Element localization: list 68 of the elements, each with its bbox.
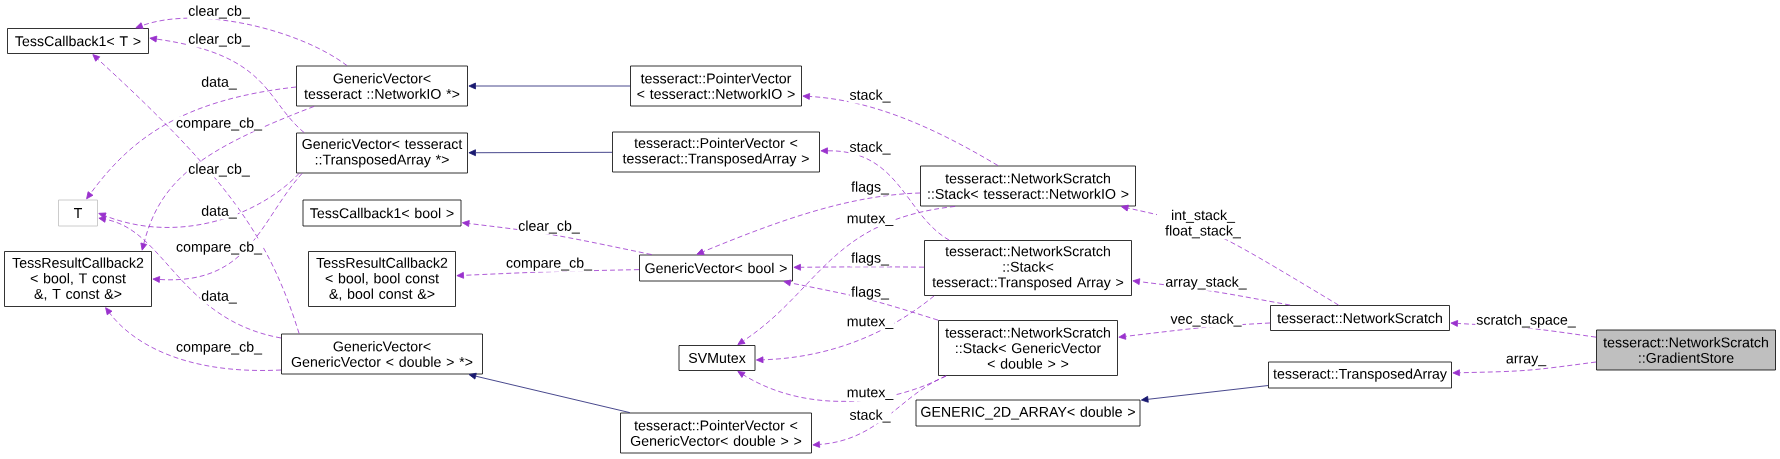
edge-label: data_ [200, 75, 238, 91]
class-box: tesseract::NetworkScratch ::Stack< GenericVector < double > > [938, 320, 1118, 376]
arrow [696, 192, 921, 255]
arrow [98, 216, 282, 339]
edge-label: flags_ [850, 251, 890, 267]
arrow [152, 173, 303, 283]
edge-label: data_ [200, 289, 238, 305]
edge-label: clear_cb_ [187, 32, 251, 48]
arrow [462, 220, 653, 255]
edge-label: compare_cb_ [175, 340, 264, 356]
class-box: TessResultCallback2 < bool, bool const &, bool const &> [308, 251, 456, 307]
class-box: tesseract::NetworkScratch ::Stack< tesseract::Transposed Array > [924, 240, 1132, 296]
arrow [135, 17, 348, 66]
edge-label: int_stack_ float_stack_ [1157, 208, 1249, 240]
class-box: tesseract::PointerVector < tesseract::TransposedArray > [612, 131, 820, 173]
edge-label: vec_stack_ [1169, 312, 1243, 328]
arrow [820, 147, 950, 241]
class-box: GenericVector< GenericVector < double > *> [281, 333, 483, 375]
class-box: tesseract::NetworkScratch ::Stack< tesseract::NetworkIO > [920, 165, 1136, 207]
arrow [1452, 361, 1597, 377]
arrow [468, 372, 631, 413]
class-box: SVMutex [678, 345, 756, 371]
arrow [802, 93, 999, 166]
edge-label: compare_cb_ [175, 116, 264, 132]
class-box: TessCallback1< T > [7, 28, 149, 54]
edge-label: array_stack_ [1164, 275, 1248, 291]
edge-label: array_ [1504, 354, 1548, 368]
class-box: GenericVector< tesseract ::TransposedArray *> [296, 132, 468, 174]
class-box: tesseract::NetworkScratch [1270, 305, 1450, 331]
class-box: tesseract::PointerVector < GenericVector< double > > [620, 412, 812, 454]
arrow [812, 375, 947, 448]
class-box: TessResultCallback2 < bool, T const &, T const &> [4, 251, 152, 307]
edge-label: stack_ [848, 88, 892, 104]
class-box: T [58, 199, 98, 227]
edge-label: mutex_ [845, 213, 895, 227]
edge-label: clear_cb_ [517, 219, 581, 235]
arrow [98, 173, 300, 228]
class-box: tesseract::TransposedArray [1268, 361, 1452, 389]
arrow [86, 86, 297, 200]
edge-label: data_ [200, 204, 238, 220]
class-box: GENERIC_2D_ARRAY< double > [915, 399, 1141, 427]
edge-label: clear_cb_ [187, 162, 251, 178]
arrow [737, 206, 956, 345]
edge-label: stack_ [848, 140, 892, 156]
arrow [105, 307, 282, 371]
arrow [140, 106, 315, 251]
arrow [783, 279, 939, 321]
edge-label: clear_cb_ [187, 4, 251, 20]
class-box: tesseract::NetworkScratch ::GradientStore [1596, 329, 1776, 371]
arrow [149, 35, 305, 133]
edge-label: scratch_space_ [1475, 313, 1577, 329]
arrow [756, 295, 935, 364]
edge-label: compare_cb_ [505, 256, 594, 272]
arrow [92, 54, 300, 334]
class-box: tesseract::PointerVector < tesseract::NetworkIO > [630, 65, 802, 107]
arrow [468, 149, 613, 157]
arrow [793, 263, 925, 271]
edge-label: mutex_ [845, 387, 895, 401]
edge-label: flags_ [850, 285, 890, 301]
class-box: GenericVector< bool > [639, 254, 793, 282]
class-box: TessCallback1< bool > [302, 199, 462, 227]
arrow [468, 82, 631, 90]
arrow [1141, 385, 1269, 403]
edge-label: flags_ [850, 180, 890, 196]
edge-label: compare_cb_ [175, 240, 264, 256]
class-box: GenericVector< tesseract ::NetworkIO *> [296, 65, 468, 107]
edge-label: stack_ [848, 408, 892, 424]
edge-label: mutex_ [845, 316, 895, 330]
